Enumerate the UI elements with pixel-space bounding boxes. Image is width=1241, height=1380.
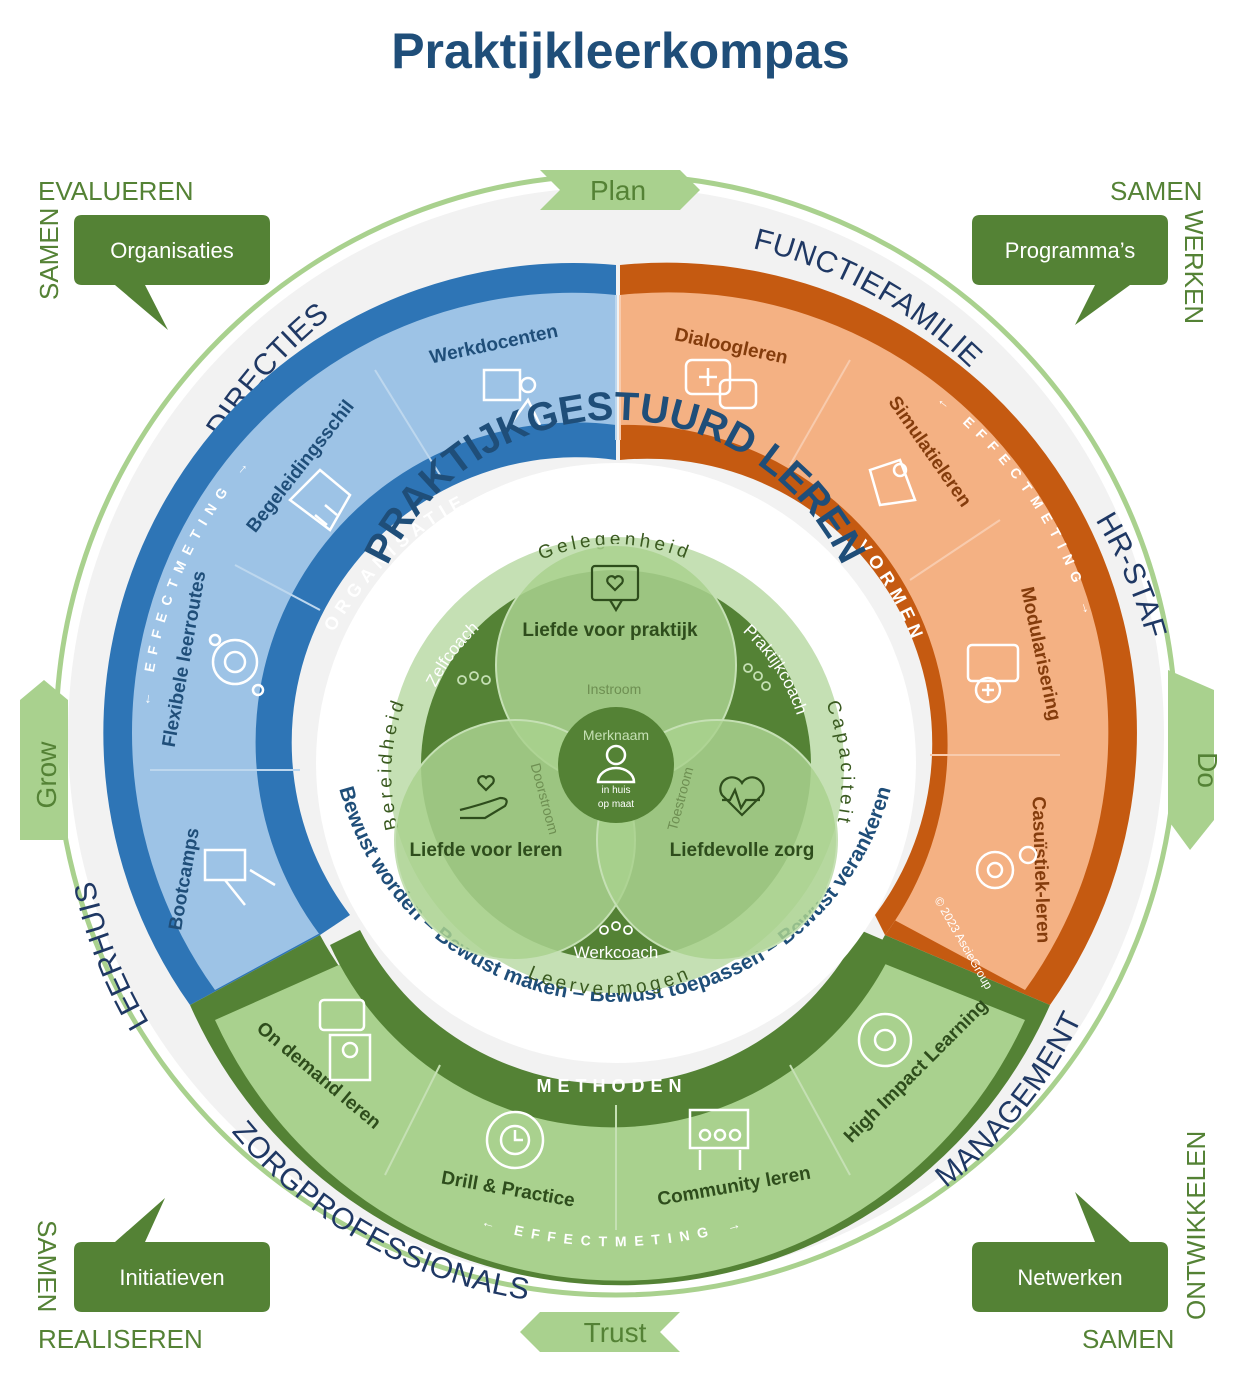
corner-bl-line2: REALISEREN (38, 1324, 203, 1354)
gear-icon (857, 1012, 913, 1068)
organisatie-sector (103, 263, 617, 1006)
corner-bottom-left: SAMEN REALISEREN Initiatieven (32, 1198, 270, 1354)
methoden-band-label: METHODEN (537, 1076, 688, 1096)
merknaam-sub2: op maat (598, 799, 634, 810)
corner-top-right: SAMEN WERKEN Programma’s (972, 176, 1209, 325)
corner-tr-line1: SAMEN (1110, 176, 1202, 206)
corner-tr-line2: WERKEN (1179, 210, 1209, 324)
grow-label: Grow (31, 741, 62, 809)
merknaam-label: Merknaam (583, 727, 649, 743)
bubble-initiatieven: Initiatieven (119, 1265, 224, 1290)
bubble-programmas: Programma’s (1005, 238, 1135, 263)
plan-label: Plan (590, 175, 646, 206)
person-icon (596, 744, 636, 784)
do-label: Do (1192, 752, 1223, 788)
simulation-icon (868, 458, 917, 507)
trust-label: Trust (584, 1317, 647, 1348)
segment-casuistiek-leren: Casuïstiek-leren (1027, 796, 1053, 943)
trust-arrow: Trust (520, 1312, 680, 1352)
praktijkcoach-people-icon (743, 663, 771, 691)
hand-heart-icon (459, 775, 508, 820)
bubble-organisaties: Organisaties (110, 238, 234, 263)
zelfcoach-people-icon (457, 671, 491, 685)
corner-br-line2: ONTWIKKELEN (1181, 1131, 1211, 1320)
handshake-icon (288, 468, 352, 532)
corner-br-line1: SAMEN (1082, 1324, 1174, 1354)
route-icon (208, 633, 265, 697)
modules-icon (966, 643, 1020, 704)
venn-right-label: Liefdevolle zorg (670, 840, 815, 861)
vormen-sector (619, 262, 1137, 1005)
stopwatch-icon (485, 1110, 545, 1170)
methoden-sector (190, 930, 1050, 1286)
chat-heart-icon (590, 564, 640, 613)
do-arrow: Do (1168, 670, 1223, 850)
plan-arrow: Plan (540, 170, 700, 210)
corner-tl-line2: SAMEN (34, 208, 64, 300)
on-demand-icon (318, 998, 372, 1082)
bubble-netwerken: Netwerken (1017, 1265, 1122, 1290)
werkcoach-label: Werkcoach (574, 943, 659, 962)
instroom-label: Instroom (587, 681, 641, 697)
corner-bl-line1: SAMEN (32, 1220, 62, 1312)
page-title: Praktijkleerkompas (391, 23, 850, 79)
community-icon (688, 1108, 750, 1170)
venn-left-label: Liefde voor leren (409, 840, 562, 861)
werkcoach-people-icon (599, 921, 633, 935)
corner-top-left: EVALUEREN SAMEN Organisaties (34, 176, 270, 330)
merknaam-sub1: in huis (602, 785, 631, 796)
venn-top-label: Liefde voor praktijk (522, 620, 698, 641)
case-icon (975, 845, 1038, 890)
heart-pulse-icon (719, 776, 765, 817)
dialogue-icon (684, 358, 758, 410)
grow-arrow: Grow (20, 680, 68, 840)
corner-bottom-right: SAMEN ONTWIKKELEN Netwerken (972, 1131, 1211, 1354)
werkdocenten-icon (482, 368, 542, 426)
corner-tl-line1: EVALUEREN (38, 176, 194, 206)
bootcamp-icon (203, 848, 276, 906)
